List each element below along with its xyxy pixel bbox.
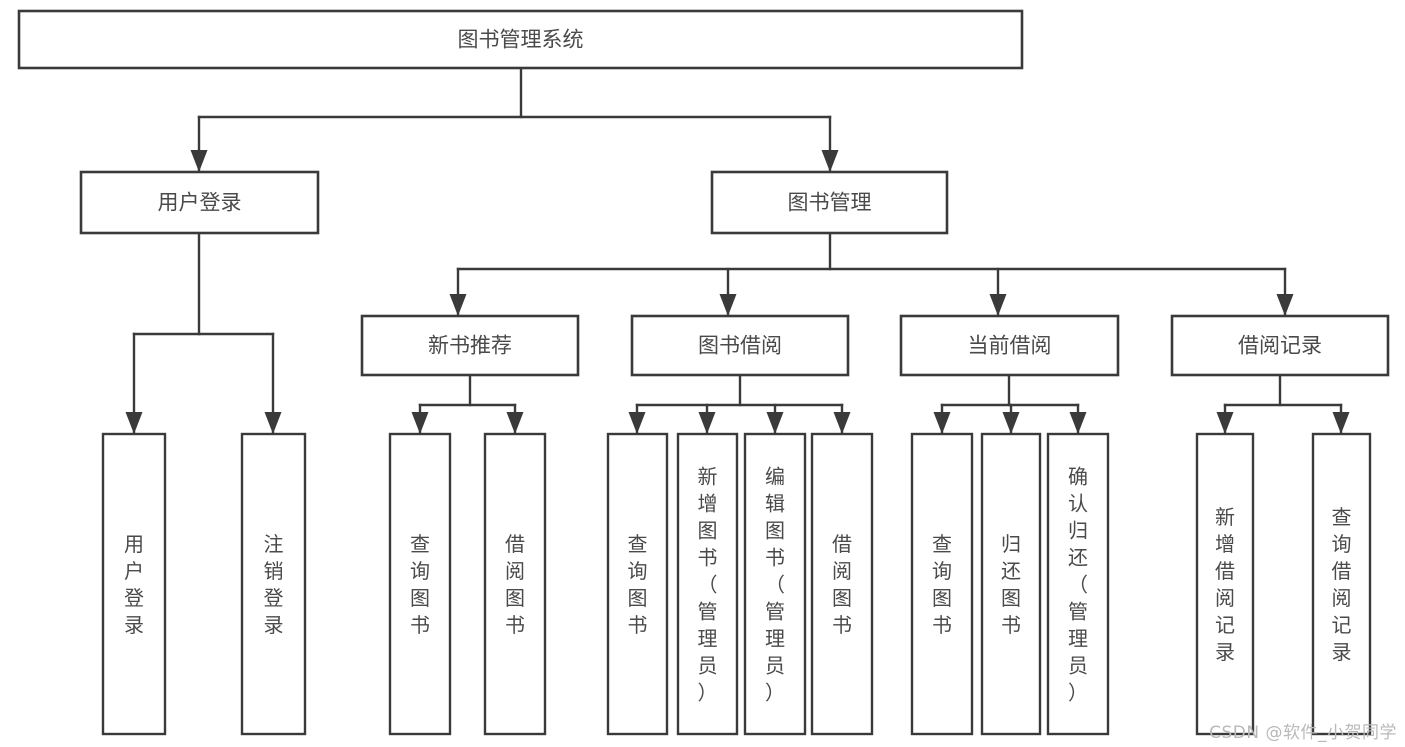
node-box[interactable]	[240, 432, 307, 736]
node-label: 图书借阅	[698, 334, 782, 358]
node-label: 归还图书	[1001, 532, 1021, 637]
node-label: 借阅图书	[832, 532, 852, 637]
edge-group-root	[190, 66, 839, 173]
node-n-query[interactable]: 查询图书	[388, 432, 452, 736]
node-c-confirm[interactable]: 确认归还（管理员）	[1046, 432, 1110, 736]
arrow-head-icon	[628, 412, 646, 434]
node-box[interactable]	[360, 314, 580, 377]
node-label: 借阅记录	[1238, 334, 1322, 358]
node-box[interactable]	[910, 432, 974, 736]
node-box[interactable]	[743, 432, 807, 736]
arrow-head-icon	[933, 412, 951, 434]
arrow-head-icon	[1216, 412, 1234, 434]
node-label: 图书管理	[788, 191, 872, 215]
node-box[interactable]	[101, 432, 167, 736]
edge-group-current	[933, 373, 1087, 435]
node-box[interactable]	[1046, 432, 1110, 736]
node-b-add[interactable]: 新增图书（管理员）	[676, 432, 739, 736]
node-label: 查询图书	[410, 532, 430, 637]
arrow-head-icon	[1276, 294, 1294, 316]
node-b-edit[interactable]: 编辑图书（管理员）	[743, 432, 807, 736]
node-label: 查询图书	[932, 532, 952, 637]
node-label: 新增借阅记录	[1215, 505, 1235, 664]
node-label: 图书管理系统	[458, 28, 584, 52]
node-box[interactable]	[630, 314, 850, 377]
node-box[interactable]	[483, 432, 547, 736]
edge-group-borrow	[628, 373, 851, 435]
nodes-layer: 图书管理系统用户登录图书管理新书推荐图书借阅当前借阅借阅记录用户登录注销登录查询…	[17, 9, 1390, 736]
arrow-head-icon	[264, 412, 282, 434]
node-box[interactable]	[1195, 432, 1255, 736]
node-box[interactable]	[810, 432, 874, 736]
arrow-head-icon	[1332, 412, 1350, 434]
node-l-logout[interactable]: 注销登录	[240, 432, 307, 736]
arrow-head-icon	[506, 412, 524, 434]
node-label: 注销登录	[264, 532, 284, 637]
node-box[interactable]	[980, 432, 1042, 736]
node-box[interactable]	[676, 432, 739, 736]
edge-group-login	[125, 231, 282, 435]
node-label: 借阅图书	[505, 532, 525, 637]
node-r-add[interactable]: 新增借阅记录	[1195, 432, 1255, 736]
node-label: 查询图书	[628, 532, 648, 637]
node-login[interactable]: 用户登录	[79, 170, 320, 235]
node-b-query[interactable]: 查询图书	[606, 432, 669, 736]
node-c-query[interactable]: 查询图书	[910, 432, 974, 736]
node-label: 用户登录	[124, 532, 144, 637]
node-l-login[interactable]: 用户登录	[101, 432, 167, 736]
node-box[interactable]	[899, 314, 1120, 377]
node-borrow[interactable]: 图书借阅	[630, 314, 850, 377]
node-record[interactable]: 借阅记录	[1170, 314, 1390, 377]
node-label: 用户登录	[158, 191, 242, 215]
node-r-query[interactable]: 查询借阅记录	[1311, 432, 1372, 736]
arrow-head-icon	[1002, 412, 1020, 434]
edge-group-bookmgmt	[449, 231, 1294, 317]
node-label: 编辑图书（管理员）	[765, 465, 785, 705]
node-newbook[interactable]: 新书推荐	[360, 314, 580, 377]
edge-group-record	[1216, 373, 1350, 435]
node-box[interactable]	[1311, 432, 1372, 736]
arrow-head-icon	[125, 412, 143, 434]
node-label: 确认归还（管理员）	[1068, 465, 1088, 705]
node-label: 新书推荐	[428, 334, 512, 358]
node-b-lend[interactable]: 借阅图书	[810, 432, 874, 736]
node-box[interactable]	[710, 170, 949, 235]
node-root[interactable]: 图书管理系统	[17, 9, 1024, 70]
arrow-head-icon	[698, 412, 716, 434]
arrow-head-icon	[821, 150, 839, 172]
node-label: 当前借阅	[968, 334, 1052, 358]
arrow-head-icon	[449, 294, 467, 316]
connectors-layer	[125, 66, 1350, 435]
arrow-head-icon	[190, 150, 208, 172]
node-c-return[interactable]: 归还图书	[980, 432, 1042, 736]
node-box[interactable]	[17, 9, 1024, 70]
node-box[interactable]	[1170, 314, 1390, 377]
arrow-head-icon	[989, 294, 1007, 316]
node-bookmgmt[interactable]: 图书管理	[710, 170, 949, 235]
node-label: 查询借阅记录	[1332, 505, 1352, 664]
node-box[interactable]	[79, 170, 320, 235]
node-n-borrow[interactable]: 借阅图书	[483, 432, 547, 736]
arrow-head-icon	[766, 412, 784, 434]
arrow-head-icon	[411, 412, 429, 434]
node-box[interactable]	[606, 432, 669, 736]
arrow-head-icon	[719, 294, 737, 316]
node-label: 新增图书（管理员）	[698, 465, 718, 705]
node-box[interactable]	[388, 432, 452, 736]
arrow-head-icon	[1069, 412, 1087, 434]
edge-group-newbook	[411, 373, 524, 435]
arrow-head-icon	[833, 412, 851, 434]
node-current[interactable]: 当前借阅	[899, 314, 1120, 377]
